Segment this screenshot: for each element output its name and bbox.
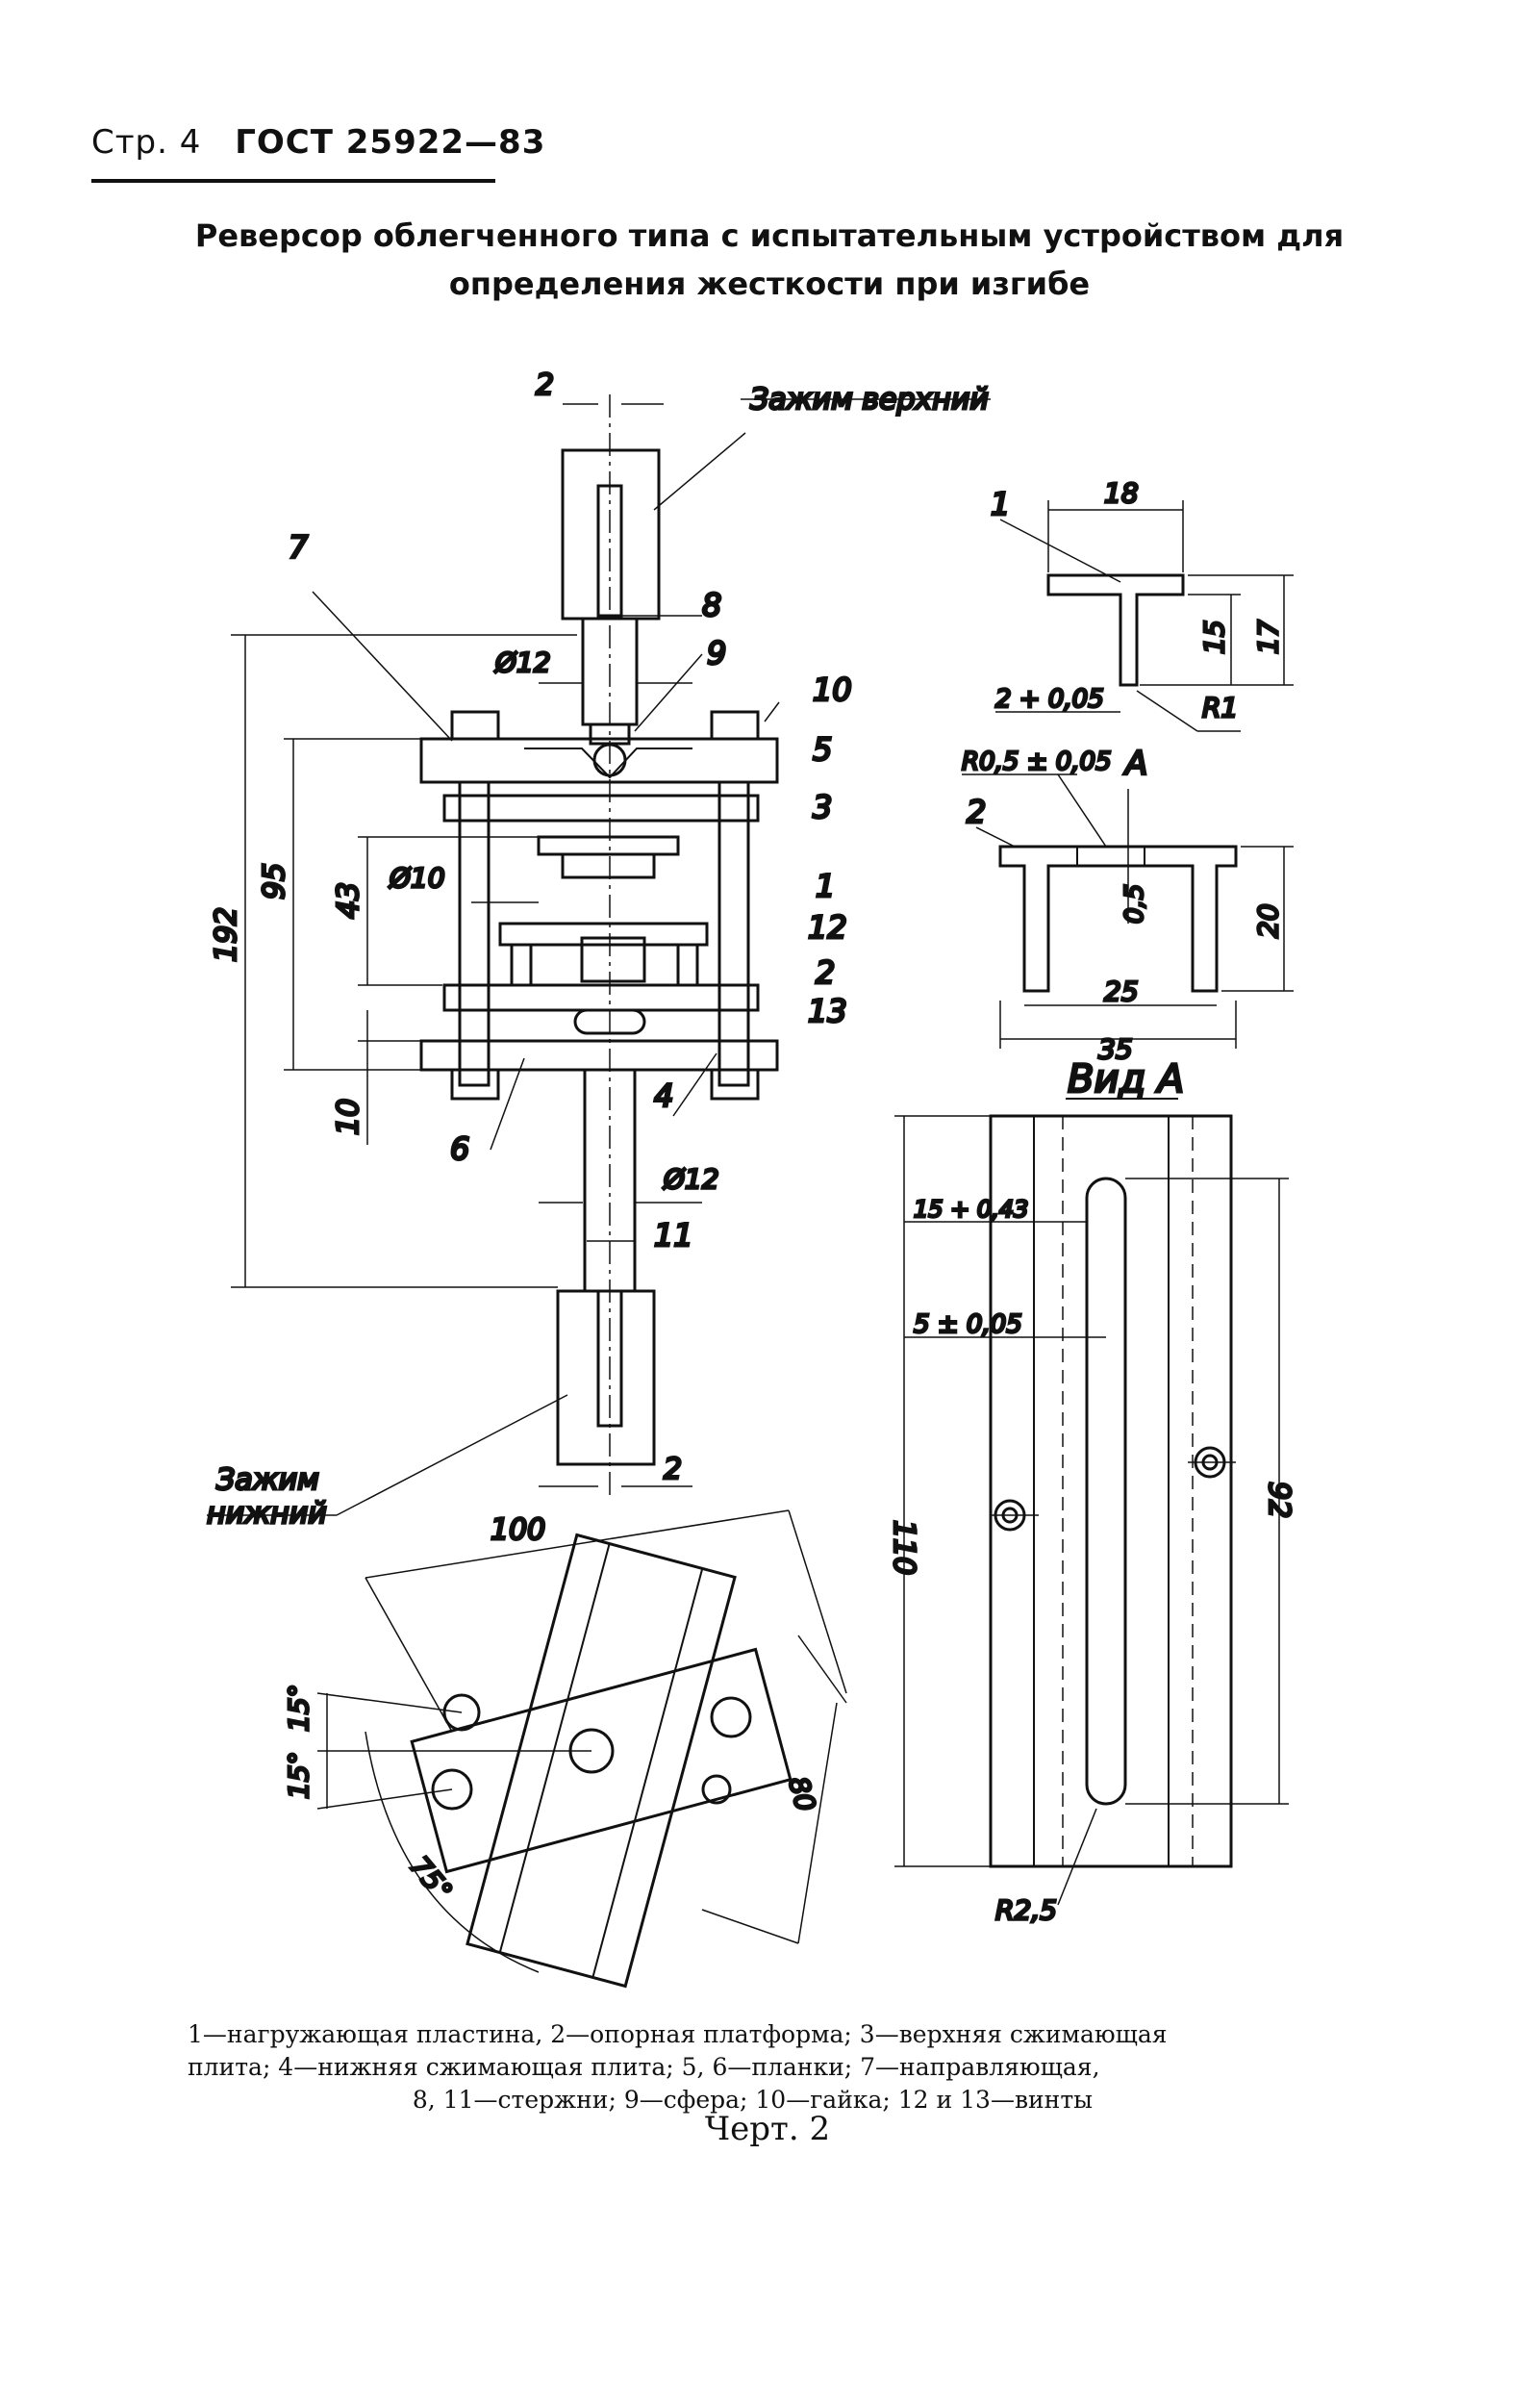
view-a: Вид А 15 + 0,43 5 ± 0,05 110 92 R2,5 — [886, 1056, 1297, 1928]
detail-support-platform: R0,5 ± 0,05 A 2 0,5 20 25 35 — [961, 744, 1294, 1067]
rotated-top-view: 100 15° 15° 80 75° — [282, 1509, 847, 1989]
label-3: 3 — [813, 789, 832, 825]
dim-18: 18 — [1104, 477, 1139, 509]
dim-15: 15 — [1198, 620, 1230, 654]
label-11: 11 — [654, 1217, 693, 1254]
dim-100: 100 — [491, 1513, 545, 1547]
angle-75: 75° — [404, 1850, 459, 1907]
caption-line-2: плита; 4—нижняя сжимающая плита; 5, 6—пл… — [188, 2053, 1100, 2081]
standard-number: ГОСТ 25922—83 — [235, 123, 546, 162]
slot — [1085, 1177, 1127, 1806]
title-line-1: Реверсор облегченного типа с испытательн… — [194, 217, 1345, 254]
label-lower-clamp-1: Зажим — [216, 1463, 319, 1497]
dim-35: 35 — [1098, 1033, 1133, 1065]
label-9: 9 — [707, 635, 726, 672]
dim-r05: R0,5 ± 0,05 — [962, 748, 1112, 776]
dim-5-005: 5 ± 0,05 — [914, 1310, 1022, 1339]
page-header: Стр. 4 ГОСТ 25922—83 — [91, 123, 545, 162]
label-4: 4 — [654, 1077, 673, 1114]
dim-20: 20 — [1252, 903, 1284, 938]
caption-line-3: 8, 11—стержни; 9—сфера; 10—гайка; 12 и 1… — [412, 2086, 1094, 2114]
dim-2-bottom: 2 — [664, 1453, 682, 1486]
figure-title: Реверсор облегченного типа с испытательн… — [135, 212, 1404, 308]
label-1: 1 — [816, 868, 835, 904]
assembly-view: 2 Зажим верхний 7 8 Ø12 9 10 5 3 1 12 2 … — [206, 368, 991, 1533]
dim-80: 80 — [782, 1773, 821, 1814]
dim-110: 110 — [887, 1520, 920, 1575]
label-10: 10 — [813, 672, 852, 708]
upper-plate-3 — [442, 794, 760, 823]
dim-10: 10 — [332, 1099, 365, 1135]
view-a-title: Вид А — [1068, 1057, 1184, 1102]
loading-plate-1 — [537, 835, 680, 856]
label-upper-clamp: Зажим верхний — [750, 383, 989, 417]
support-platform-2 — [498, 922, 709, 947]
angle-15-b: 15° — [283, 1751, 315, 1799]
nut-10-right — [710, 710, 760, 741]
label-lower-clamp-2: нижний — [207, 1497, 327, 1531]
page-number: Стр. 4 — [91, 123, 202, 162]
label-2: 2 — [816, 954, 835, 991]
detail-label-2: 2 — [967, 794, 986, 830]
dim-92: 92 — [1262, 1482, 1296, 1518]
dim-d12-bottom: Ø12 — [663, 1163, 719, 1195]
upper-clamp — [561, 448, 661, 621]
detail-label-1: 1 — [991, 486, 1010, 522]
guide-7-right — [717, 780, 750, 1087]
label-8: 8 — [702, 587, 721, 623]
header-rule — [91, 179, 495, 183]
dim-95: 95 — [258, 863, 291, 900]
plank-6 — [419, 1039, 779, 1072]
label-7: 7 — [289, 529, 309, 566]
nut-10-left — [450, 710, 500, 741]
dim-192: 192 — [210, 907, 243, 962]
label-6: 6 — [450, 1130, 469, 1167]
caption-line-1: 1—нагружающая пластина, 2—опорная платфо… — [188, 2020, 1168, 2048]
figure-number: Черт. 2 — [704, 2110, 831, 2148]
dim-05: 0,5 — [1120, 884, 1149, 924]
lower-plate-4 — [442, 983, 760, 1012]
angle-15-a: 15° — [283, 1684, 315, 1732]
dim-r1: R1 — [1202, 692, 1238, 723]
title-line-2: определения жесткости при изгибе — [448, 266, 1091, 302]
detail-loading-plate: 18 1 15 17 2 + 0,05 R1 — [990, 476, 1294, 732]
dim-d12-top: Ø12 — [494, 646, 551, 678]
label-5: 5 — [813, 731, 832, 768]
dim-d10: Ø10 — [389, 862, 445, 894]
dim-2-005: 2 + 0,05 — [995, 685, 1104, 714]
dim-17: 17 — [1252, 620, 1284, 654]
dim-15-043: 15 + 0,43 — [914, 1196, 1028, 1223]
label-12: 12 — [808, 909, 847, 946]
figure-caption: 1—нагружающая пластина, 2—опорная платфо… — [188, 2018, 1318, 2117]
dim-r25: R2,5 — [995, 1894, 1057, 1926]
arrow-a: A — [1123, 745, 1147, 783]
label-13: 13 — [808, 993, 847, 1029]
guide-7-left — [458, 780, 491, 1087]
dim-25: 25 — [1104, 976, 1139, 1007]
dim-2-top: 2 — [536, 368, 554, 402]
dim-43: 43 — [332, 882, 365, 919]
plank-5 — [419, 737, 779, 784]
sphere-9 — [592, 743, 627, 777]
lower-clamp — [556, 1289, 656, 1466]
